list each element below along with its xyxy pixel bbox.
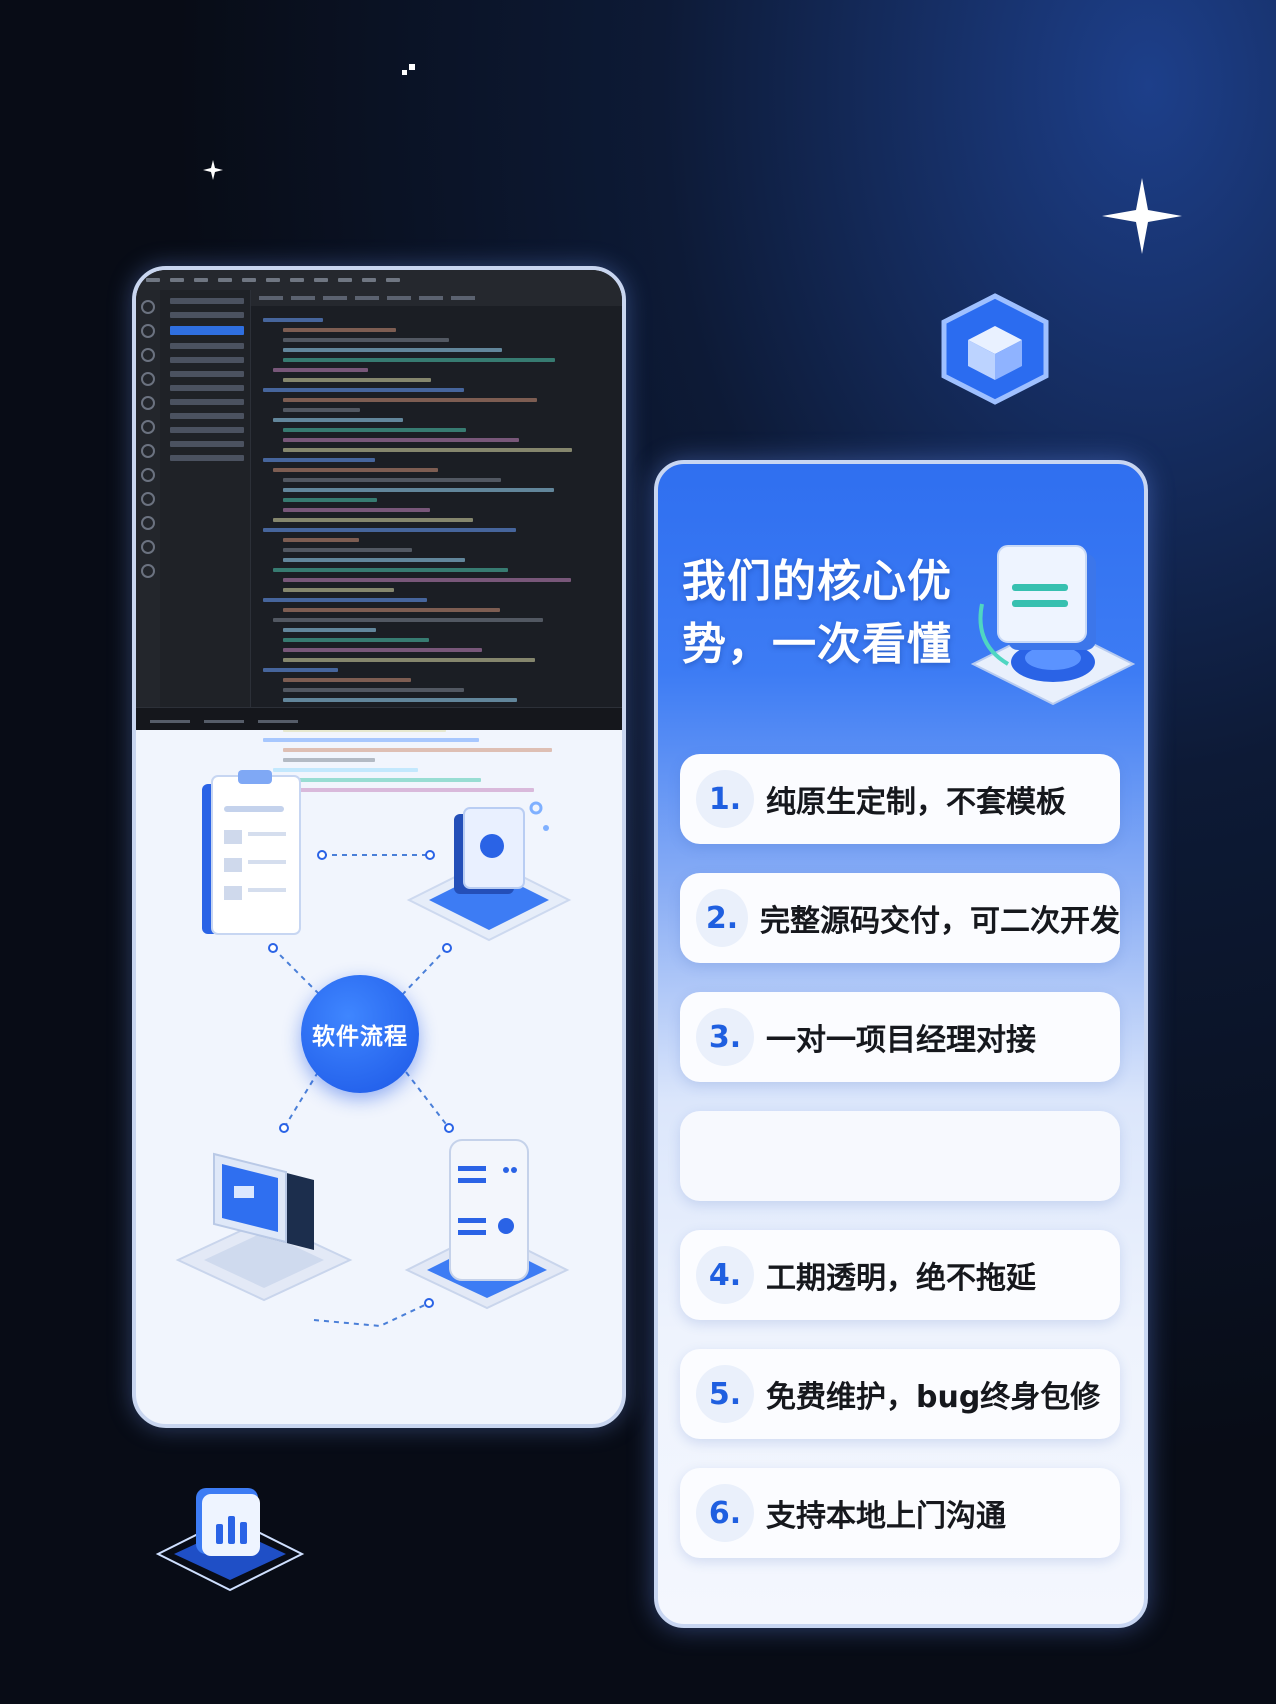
server-tower-icon bbox=[402, 1130, 572, 1314]
code-line bbox=[283, 788, 534, 792]
advantages-panel: 我们的核心优 势，一次看懂 1. 纯原生定制，不套模板 2. 完整源码交付，可二… bbox=[654, 460, 1148, 1628]
code-line bbox=[273, 568, 508, 572]
list-item: 4. 工期透明，绝不拖延 bbox=[680, 1230, 1120, 1320]
code-line bbox=[283, 438, 519, 442]
code-line bbox=[263, 738, 479, 742]
item-number-badge: 3. bbox=[696, 1008, 754, 1066]
code-line bbox=[263, 598, 427, 602]
headline-line-2: 势，一次看懂 bbox=[682, 619, 952, 670]
code-line bbox=[263, 388, 464, 392]
ide-file-explorer bbox=[160, 290, 251, 708]
software-flow-diagram: 软件流程 bbox=[136, 730, 622, 1424]
sparkle-icon bbox=[203, 160, 223, 180]
code-line bbox=[283, 398, 537, 402]
hexagon-cube-icon bbox=[936, 292, 1054, 410]
item-number-badge: 4. bbox=[696, 1246, 754, 1304]
item-label: 支持本地上门沟通 bbox=[766, 1499, 1006, 1534]
left-phone-card: 软件流程 bbox=[132, 266, 626, 1428]
item-label: 一对一项目经理对接 bbox=[766, 1023, 1036, 1058]
code-line bbox=[283, 428, 466, 432]
code-line bbox=[283, 728, 446, 732]
list-item-empty bbox=[680, 1111, 1120, 1201]
code-line bbox=[263, 318, 323, 322]
sparkle-icon bbox=[402, 64, 418, 78]
code-line bbox=[283, 558, 465, 562]
software-flow-hub: 软件流程 bbox=[301, 975, 419, 1093]
page-title: 我们的核心优 势，一次看懂 bbox=[682, 550, 982, 676]
code-line bbox=[283, 588, 394, 592]
code-line bbox=[283, 358, 555, 362]
item-label: 纯原生定制，不套模板 bbox=[766, 785, 1066, 820]
list-item: 3. 一对一项目经理对接 bbox=[680, 992, 1120, 1082]
list-item: 5. 免费维护，bug终身包修 bbox=[680, 1349, 1120, 1439]
code-line bbox=[273, 468, 438, 472]
code-line bbox=[283, 448, 572, 452]
item-label: 完整源码交付，可二次开发 bbox=[760, 904, 1120, 939]
code-line bbox=[283, 698, 517, 702]
code-line bbox=[283, 678, 411, 682]
code-line bbox=[283, 498, 377, 502]
advantages-list: 1. 纯原生定制，不套模板 2. 完整源码交付，可二次开发 3. 一对一项目经理… bbox=[680, 754, 1120, 1587]
code-line bbox=[263, 668, 338, 672]
hub-label: 软件流程 bbox=[312, 1024, 408, 1050]
item-label: 工期透明，绝不拖延 bbox=[766, 1261, 1036, 1296]
monitor-illustration-icon bbox=[968, 534, 1138, 718]
code-line bbox=[283, 508, 430, 512]
code-line bbox=[273, 518, 473, 522]
item-label: 免费维护，bug终身包修 bbox=[766, 1380, 1101, 1415]
code-line bbox=[283, 778, 481, 782]
code-line bbox=[283, 378, 431, 382]
code-line bbox=[283, 608, 500, 612]
code-line bbox=[283, 758, 375, 762]
code-editor-screenshot bbox=[136, 270, 622, 792]
ide-menubar bbox=[136, 270, 622, 290]
code-line bbox=[273, 418, 403, 422]
cloud-server-icon bbox=[404, 800, 574, 954]
code-line bbox=[283, 538, 359, 542]
code-line bbox=[283, 638, 429, 642]
code-line bbox=[283, 328, 396, 332]
code-line bbox=[283, 488, 554, 492]
code-line bbox=[283, 628, 376, 632]
code-line bbox=[283, 658, 535, 662]
code-line bbox=[273, 768, 418, 772]
list-item: 6. 支持本地上门沟通 bbox=[680, 1468, 1120, 1558]
ide-status-bar bbox=[136, 707, 622, 730]
list-item: 2. 完整源码交付，可二次开发 bbox=[680, 873, 1120, 963]
item-number-badge: 6. bbox=[696, 1484, 754, 1542]
code-line bbox=[283, 748, 552, 752]
item-number-badge: 5. bbox=[696, 1365, 754, 1423]
code-line bbox=[283, 578, 571, 582]
code-line bbox=[273, 368, 368, 372]
item-number-badge: 1. bbox=[696, 770, 754, 828]
code-line bbox=[283, 338, 449, 342]
code-line bbox=[263, 528, 516, 532]
code-line bbox=[283, 548, 412, 552]
code-line bbox=[273, 618, 543, 622]
chart-badge-icon bbox=[152, 1478, 308, 1606]
laptop-icon bbox=[174, 1150, 354, 1314]
ide-code-area bbox=[251, 290, 622, 792]
code-line bbox=[283, 408, 360, 412]
code-line bbox=[263, 458, 375, 462]
headline-line-1: 我们的核心优 bbox=[682, 556, 952, 607]
item-number-badge: 2. bbox=[696, 889, 748, 947]
code-line bbox=[283, 348, 502, 352]
sparkle-icon bbox=[1102, 178, 1182, 254]
code-line bbox=[283, 648, 482, 652]
ide-activity-bar bbox=[136, 290, 160, 708]
list-item: 1. 纯原生定制，不套模板 bbox=[680, 754, 1120, 844]
document-icon bbox=[198, 770, 308, 954]
code-line bbox=[283, 688, 464, 692]
code-line bbox=[283, 478, 501, 482]
